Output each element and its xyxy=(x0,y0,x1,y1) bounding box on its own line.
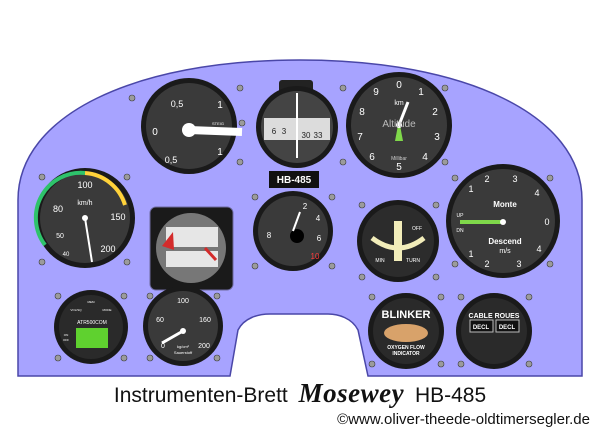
radio-label-mem: MEM xyxy=(88,300,96,304)
tevario-tick-0: 0 xyxy=(544,217,549,227)
asi-tick-50: 50 xyxy=(56,233,64,240)
radio-model: ATR500COM xyxy=(77,320,107,326)
cable-left-button: DECL xyxy=(473,325,490,331)
blinker-sub-label-2: INDICATOR xyxy=(392,351,420,357)
altimeter-label: Altitude xyxy=(382,119,416,130)
vario-unit-a: STEIG xyxy=(212,121,224,126)
vario-tick-1-down: 1 xyxy=(217,147,223,158)
tevario-tick-2-down: 2 xyxy=(484,259,489,269)
blinker-title: BLINKER xyxy=(382,309,431,321)
tevario-tick-3-up: 3 xyxy=(512,174,517,184)
square-instrument xyxy=(149,206,234,291)
turn-left-label: MIN xyxy=(375,258,385,264)
compass-tick-6: 6 xyxy=(272,127,277,136)
asi-tick-100: 100 xyxy=(77,180,92,190)
altimeter-tick-8: 8 xyxy=(359,107,365,118)
oxygen-sub-label: Sauerstoff xyxy=(174,350,193,355)
te-vario: Monte Descend m/s UP DN 1 2 3 4 1 2 3 4 … xyxy=(446,164,560,278)
clock-tick-2: 2 xyxy=(303,202,308,211)
cable-title: CABLE ROUES xyxy=(469,313,520,320)
placard-text: HB-485 xyxy=(277,175,312,186)
asi-unit: km/h xyxy=(77,200,92,207)
cable-right-button: DECL xyxy=(499,325,516,331)
tevario-label-up: Monte xyxy=(493,200,517,209)
blinker-indicator: BLINKER OXYGEN FLOW INDICATOR xyxy=(368,293,444,369)
panel-caption: Instrumenten-Brett Mosewey HB-485 xyxy=(0,378,600,409)
altimeter-tick-6: 6 xyxy=(369,152,375,163)
tevario-tick-4-up: 4 xyxy=(534,188,539,198)
altimeter-tick-0: 0 xyxy=(396,80,402,91)
compass: 6 3 30 33 xyxy=(256,80,338,168)
tevario-tick-2-up: 2 xyxy=(484,174,489,184)
asi-tick-40: 40 xyxy=(63,252,70,258)
oxygen-tick-60: 60 xyxy=(156,317,164,324)
clock-tick-6: 6 xyxy=(317,234,322,243)
altimeter-tick-3: 3 xyxy=(434,132,440,143)
airspeed-indicator: km/h 100 80 150 200 50 40 xyxy=(33,168,135,268)
altimeter-tick-4: 4 xyxy=(422,152,428,163)
asi-tick-150: 150 xyxy=(110,212,125,222)
registration-placard: HB-485 xyxy=(269,171,319,188)
tevario-tick-1-down: 1 xyxy=(468,249,473,259)
tevario-up: UP xyxy=(457,213,465,219)
compass-tick-30: 30 xyxy=(302,131,311,140)
vario-tick-05-up: 0,5 xyxy=(171,99,184,109)
turn-off-label: OFF xyxy=(412,226,422,232)
oxygen-gauge: 100 60 160 0 200 kg/cm² Sauerstoff xyxy=(143,286,223,366)
copyright-text: ©www.oliver-theede-oldtimersegler.de xyxy=(337,411,590,428)
clock-tick-8: 8 xyxy=(267,231,272,240)
altimeter-sub-label: Millibar xyxy=(391,156,407,162)
radio: ATR500COM MEM VOL/SQ MODE ON OFF xyxy=(54,290,128,364)
radio-label-mode: MODE xyxy=(103,308,112,312)
asi-tick-80: 80 xyxy=(53,204,63,214)
blinker-sub-label-1: OXYGEN FLOW xyxy=(387,345,425,351)
altimeter-tick-7: 7 xyxy=(357,132,363,143)
radio-label-volsq: VOL/SQ xyxy=(70,308,82,312)
oxygen-unit: kg/cm² xyxy=(177,344,190,349)
altimeter-tick-2: 2 xyxy=(432,107,438,118)
tevario-tick-4-down: 4 xyxy=(536,244,541,254)
altimeter-unit: km xyxy=(394,100,404,107)
altimeter-tick-9: 9 xyxy=(373,87,379,98)
cable-roues-indicator: CABLE ROUES DECL DECL xyxy=(456,293,532,369)
caption-suffix: HB-485 xyxy=(414,384,487,407)
vario-tick-0: 0 xyxy=(152,127,158,138)
caption-brand: Mosewey xyxy=(298,378,405,408)
oxygen-tick-200: 200 xyxy=(198,343,210,350)
panel-screws xyxy=(38,84,554,368)
altimeter-tick-1: 1 xyxy=(418,87,424,98)
tevario-tick-3-down: 3 xyxy=(516,259,521,269)
clock-tick-10: 10 xyxy=(311,252,320,261)
vario-tick-05-down: 0,5 xyxy=(165,155,178,165)
turn-right-label: TURN xyxy=(406,258,420,264)
oxygen-tick-160: 160 xyxy=(199,317,211,324)
compass-tick-3: 3 xyxy=(282,127,287,136)
radio-label-on: ON xyxy=(64,333,69,337)
asi-tick-200: 200 xyxy=(100,244,115,254)
clock: 2 4 6 8 10 xyxy=(253,191,333,271)
vario-tick-1-up: 1 xyxy=(217,100,223,111)
oxygen-tick-100: 100 xyxy=(177,298,189,305)
altimeter-tick-5: 5 xyxy=(396,162,402,173)
tevario-tick-1-up: 1 xyxy=(468,184,473,194)
caption-prefix: Instrumenten-Brett xyxy=(113,384,288,407)
vario-indicator: 0 0,5 1 1 0,5 STEIG m/s xyxy=(141,78,243,174)
tevario-unit: m/s xyxy=(499,248,511,255)
turn-indicator: OFF MIN TURN xyxy=(357,200,439,282)
oxygen-tick-0: 0 xyxy=(161,343,165,350)
radio-label-off: OFF xyxy=(63,338,69,342)
tevario-label-down: Descend xyxy=(488,237,521,246)
tevario-dn: DN xyxy=(456,228,464,234)
clock-tick-4: 4 xyxy=(316,214,321,223)
compass-tick-33: 33 xyxy=(314,131,323,140)
altimeter: 0 1 2 3 4 5 6 7 8 9 km Altitude Millibar xyxy=(346,72,452,178)
vario-unit-b: m/s xyxy=(215,127,221,132)
